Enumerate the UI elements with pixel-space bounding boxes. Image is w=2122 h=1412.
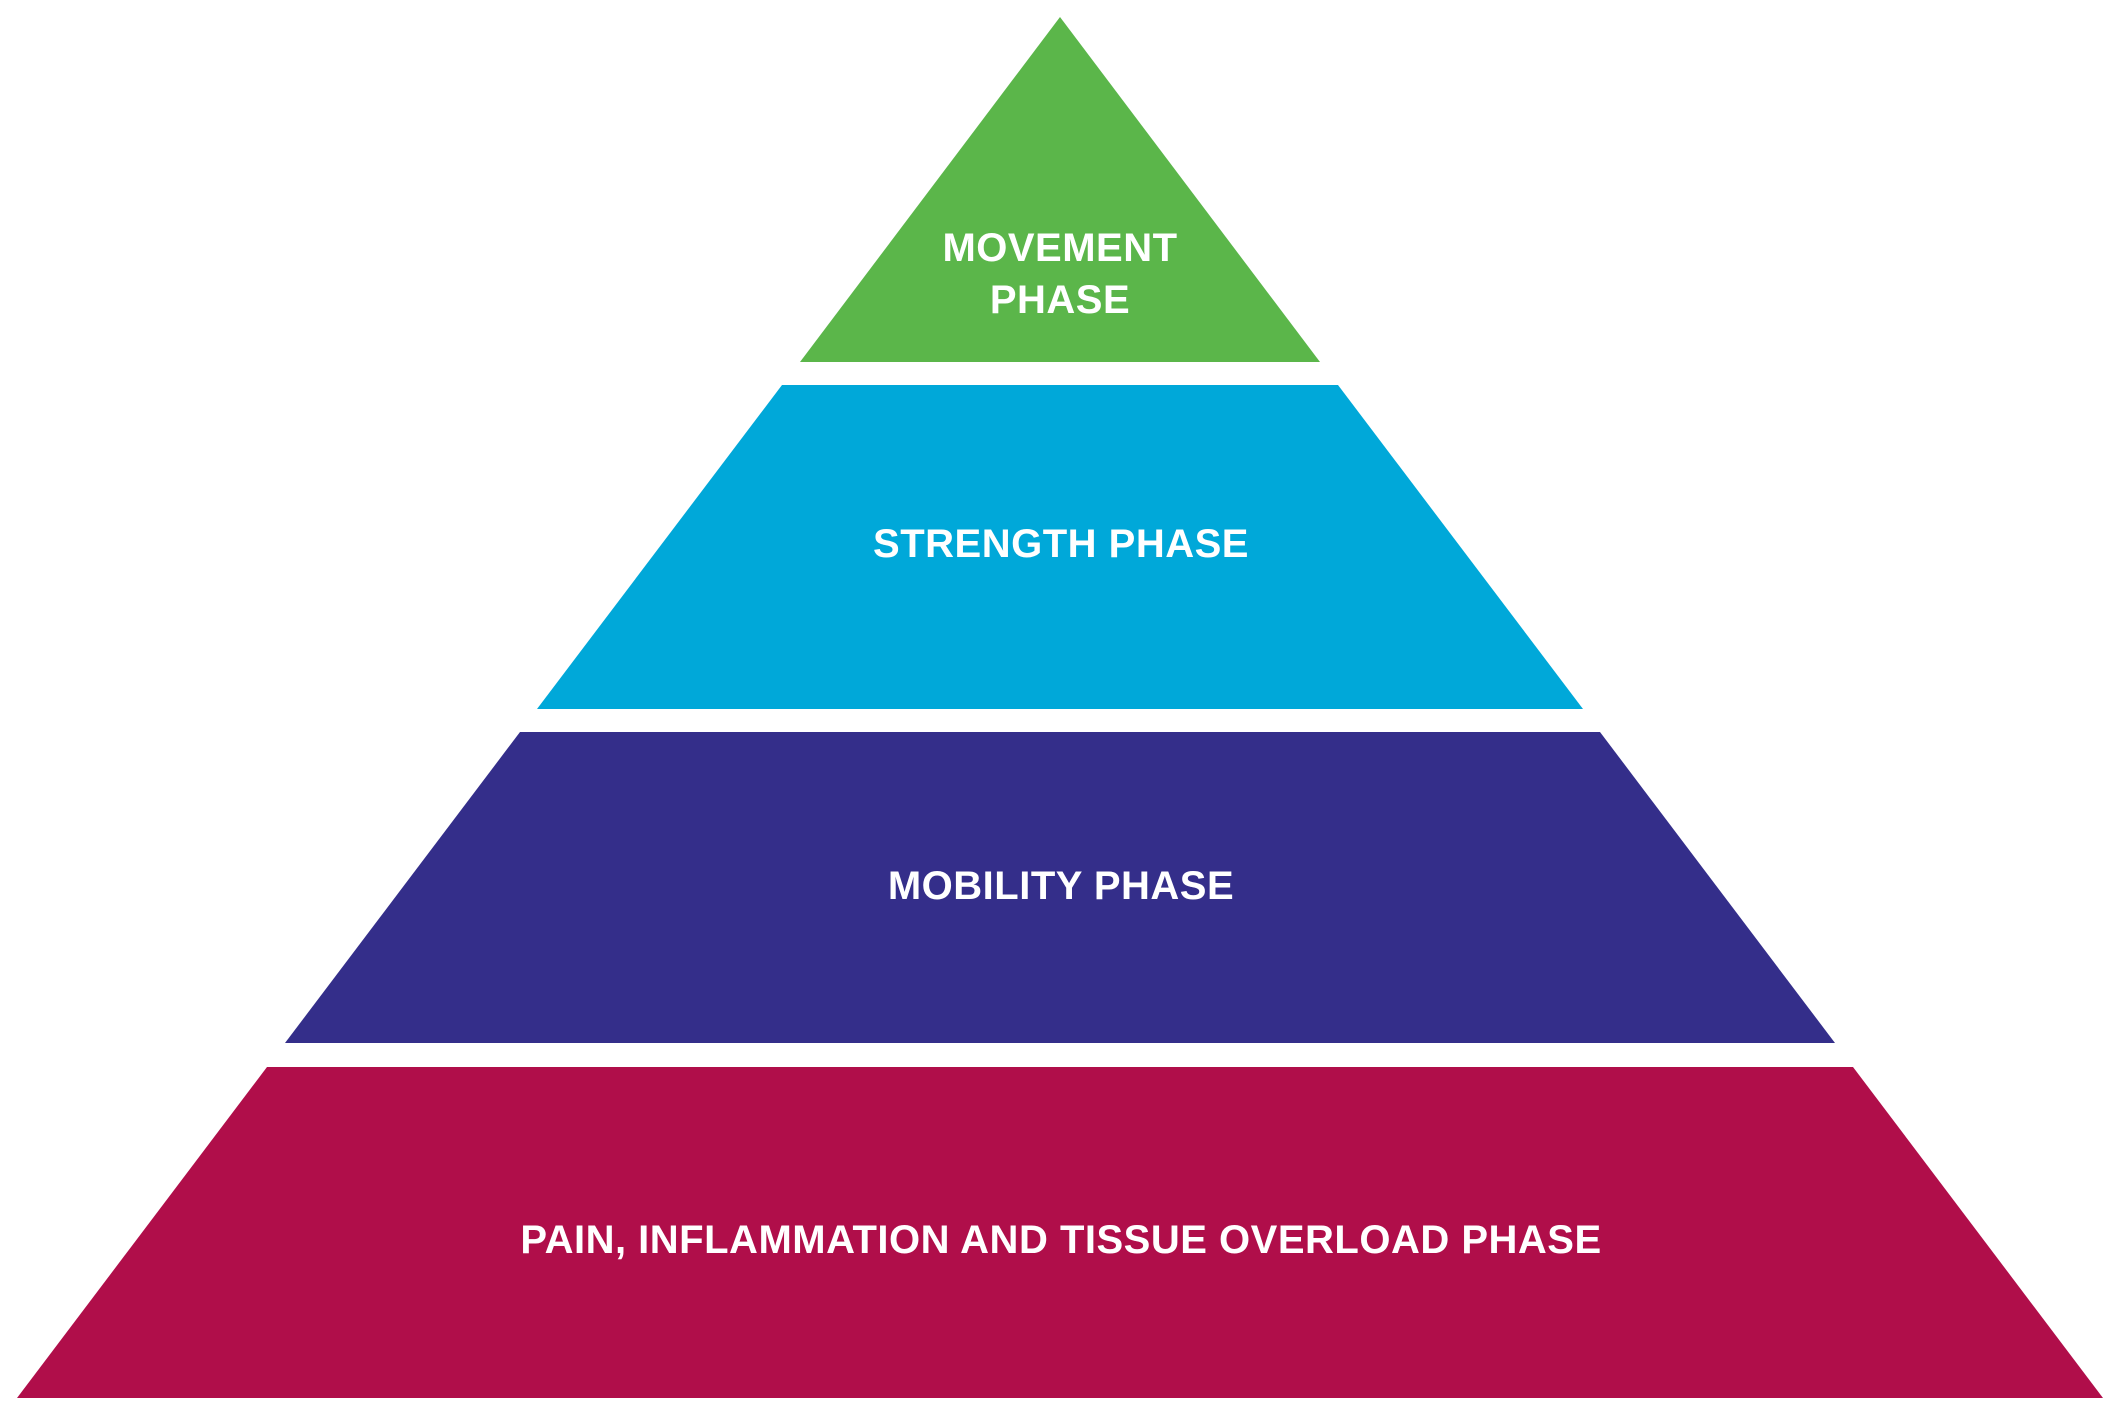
layer-label-mobility: MOBILITY PHASE bbox=[887, 864, 1235, 908]
layer-label-pain: PAIN, INFLAMMATION AND TISSUE OVERLOAD P… bbox=[520, 1218, 1602, 1262]
layer-label-strength: STRENGTH PHASE bbox=[873, 522, 1249, 566]
layer-label-movement: MOVEMENT PHASE bbox=[942, 226, 1178, 322]
